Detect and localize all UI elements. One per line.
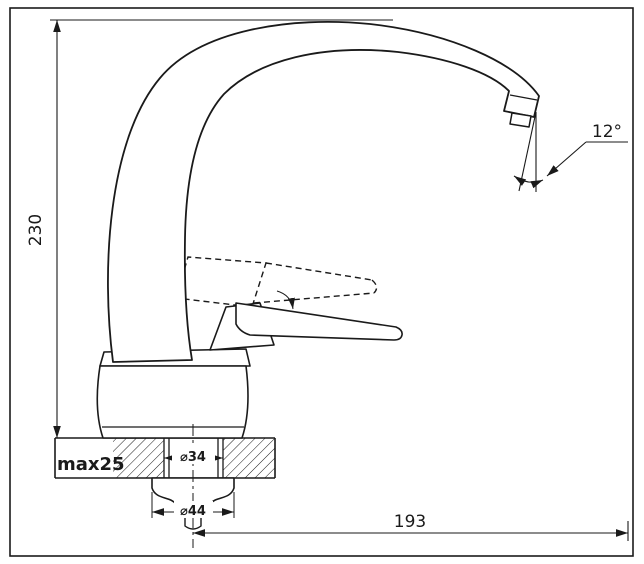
- dimension-reach: [193, 521, 629, 541]
- height-dimension-label: 230: [26, 214, 46, 246]
- handle-lever: [235, 302, 403, 341]
- dimension-shank-diameter: ⌀44: [151, 492, 235, 519]
- spout-aerator: [509, 112, 532, 128]
- counter-hatch-left: [113, 438, 164, 478]
- handle-motion-arrow: [276, 290, 295, 310]
- max-thickness-label: max25: [57, 454, 125, 475]
- dimension-spout-angle: [513, 111, 628, 192]
- angle-leader-line: [546, 141, 587, 177]
- angle-arc: [513, 175, 544, 189]
- shank-diameter-label: ⌀44: [180, 504, 206, 519]
- counter-hatch-right: [223, 438, 275, 478]
- countertop-section: [54, 437, 276, 479]
- hole-diameter-label: ⌀34: [180, 450, 206, 465]
- handle-alt-position-dashed: [175, 256, 378, 308]
- dimension-hole-diameter: ⌀34: [164, 447, 223, 465]
- faucet-base-body: [96, 365, 249, 439]
- spout-angle-label: 12°: [592, 122, 622, 142]
- dimension-height: [50, 19, 393, 438]
- faucet-spout: [107, 20, 540, 363]
- reach-dimension-label: 193: [394, 512, 426, 532]
- drawing-border: [9, 7, 634, 557]
